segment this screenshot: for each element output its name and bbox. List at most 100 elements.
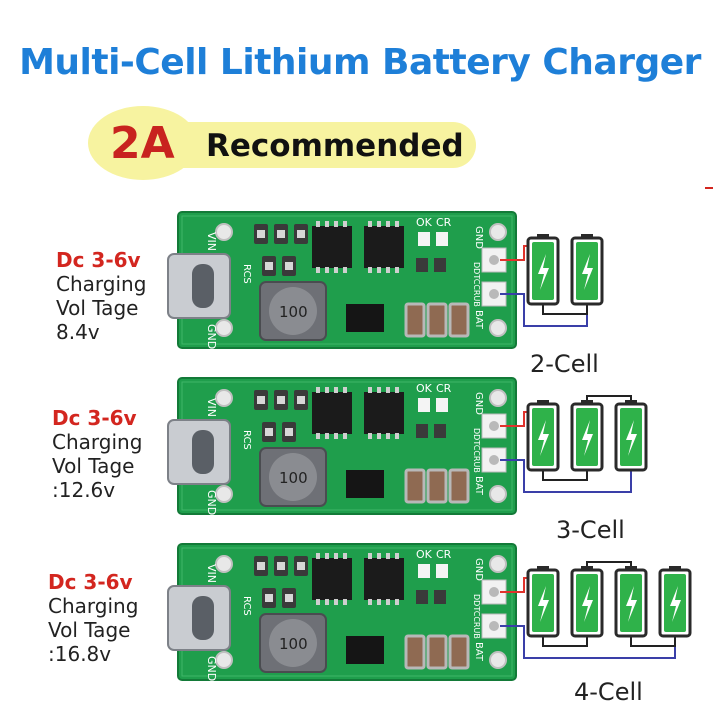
spec-voltage: 8.4v [56, 320, 100, 344]
ic-pin [377, 433, 381, 439]
ic-pin [343, 553, 347, 559]
wire-negative [500, 459, 632, 493]
resistor [434, 424, 446, 438]
resistor-pad [285, 262, 293, 270]
inductor-label: 100 [279, 469, 308, 487]
wire-negative [500, 625, 676, 659]
ic-pin [395, 267, 399, 273]
usb-c-port [192, 430, 214, 474]
cr-label: CR [436, 548, 452, 561]
ic-pin [377, 599, 381, 605]
ic-pin [386, 387, 390, 393]
ic-chip [312, 558, 352, 600]
spec-input: Dc 3-6v [48, 570, 133, 594]
mounting-hole [489, 223, 507, 241]
vin-label: VIN [205, 232, 218, 251]
ic-pin [395, 387, 399, 393]
ic-pin [395, 553, 399, 559]
product-title: Multi-Cell Lithium Battery Charger [19, 42, 701, 83]
ok-label: OK [416, 548, 433, 561]
capacitor [426, 634, 448, 670]
resistor-pad [257, 562, 265, 570]
spec-input: Dc 3-6v [56, 248, 141, 272]
lightning-icon [626, 586, 637, 622]
resistor-pad [257, 396, 265, 404]
mounting-hole [215, 319, 233, 337]
mounting-hole [489, 319, 507, 337]
resistor [416, 258, 428, 272]
spec-voltage: :16.8v [48, 642, 112, 666]
gnd-label-left: GND [205, 490, 218, 515]
capacitor [448, 302, 470, 338]
resistor-pad [277, 230, 285, 238]
lightning-icon [582, 254, 593, 290]
lightning-icon [538, 420, 549, 456]
spec-voltage: :12.6v [52, 478, 116, 502]
gnd-label-right: GND [473, 392, 484, 415]
ic-pin [343, 387, 347, 393]
led-ok [418, 398, 430, 412]
bat-label: BAT [473, 476, 484, 496]
ic-pin [334, 599, 338, 605]
led-ok [418, 564, 430, 578]
capacitor [404, 634, 426, 670]
capacitor [448, 634, 470, 670]
gnd-label-right: GND [473, 226, 484, 249]
gnd-label-left: GND [205, 324, 218, 349]
mounting-hole [215, 223, 233, 241]
mosfet [346, 470, 384, 498]
inductor-core [269, 453, 317, 501]
spec-line2: Vol Tage [48, 618, 131, 642]
ic-pin [368, 387, 372, 393]
wire-negative [500, 293, 588, 327]
ic-chip [364, 558, 404, 600]
cell-label-4: 4-Cell [574, 678, 643, 706]
capacitor [426, 302, 448, 338]
ic-pin [325, 221, 329, 227]
resistor-pad [277, 562, 285, 570]
ic-pin [386, 553, 390, 559]
ic-pin [325, 599, 329, 605]
capacitor [404, 468, 426, 504]
ic-pin [316, 221, 320, 227]
vin-label: VIN [205, 564, 218, 583]
lightning-icon [582, 586, 593, 622]
red-mark [705, 187, 713, 189]
ic-pin [395, 221, 399, 227]
output-pad-hole [489, 255, 499, 265]
ic-pin [334, 387, 338, 393]
ic-pin [334, 221, 338, 227]
cell-label-3: 3-Cell [556, 516, 625, 544]
ic-pin [386, 267, 390, 273]
lightning-icon [670, 586, 681, 622]
cell-label-2: 2-Cell [530, 350, 599, 378]
badge-label: Recommended [206, 128, 464, 164]
output-pad-hole [489, 421, 499, 431]
resistor-pad [265, 428, 273, 436]
ic-pin [343, 599, 347, 605]
ic-pin [325, 387, 329, 393]
resistor-pad [277, 396, 285, 404]
chip-marking: DDTCCRUB [472, 428, 481, 473]
ic-pin [386, 221, 390, 227]
ic-pin [377, 553, 381, 559]
output-pad-hole [489, 621, 499, 631]
ic-pin [343, 221, 347, 227]
mounting-hole [215, 389, 233, 407]
cr-label: CR [436, 382, 452, 395]
mounting-hole [489, 555, 507, 573]
chip-marking: DDTCCRUB [472, 262, 481, 307]
wire-series [542, 304, 588, 315]
spec-block-2cell: Dc 3-6v Charging Vol Tage 8.4v [56, 248, 226, 344]
mounting-hole [489, 485, 507, 503]
recommended-badge: 2A Recommended [88, 106, 478, 180]
wire-series [630, 636, 676, 647]
output-pad-hole [489, 455, 499, 465]
usb-c-port [192, 596, 214, 640]
ic-chip [312, 392, 352, 434]
ic-pin [325, 553, 329, 559]
wire-series [542, 470, 588, 481]
inductor-core [269, 619, 317, 667]
